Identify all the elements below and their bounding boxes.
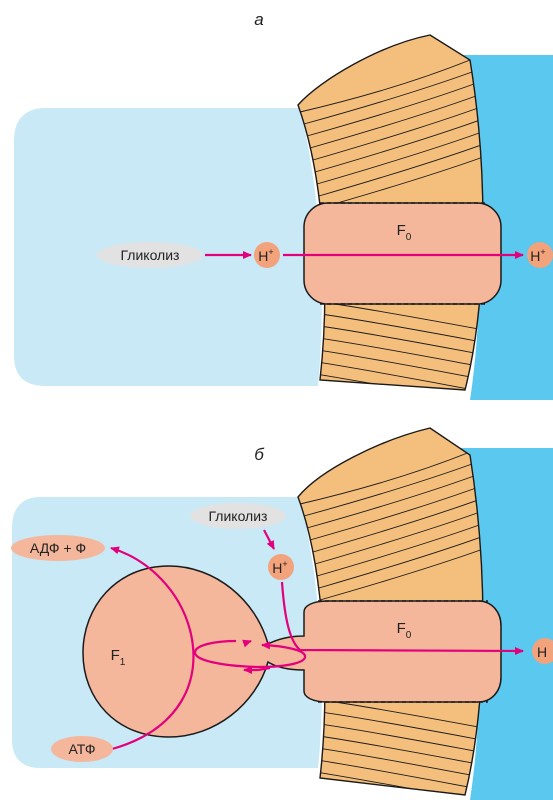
glycolysis-label-a: Гликолиз	[121, 247, 180, 263]
panel-a: а	[14, 10, 553, 402]
panel-a-letter: а	[254, 10, 263, 29]
glycolysis-label-b: Гликолиз	[209, 508, 268, 524]
panel-b-letter: б	[254, 445, 265, 464]
f0-complex-a: F0	[304, 203, 501, 304]
panel-b: б	[11, 428, 553, 800]
adp-label-b: АДФ + Ф	[30, 540, 86, 556]
atp-label-b: АТФ	[69, 741, 96, 757]
proton-out-label-b: H	[537, 644, 547, 660]
